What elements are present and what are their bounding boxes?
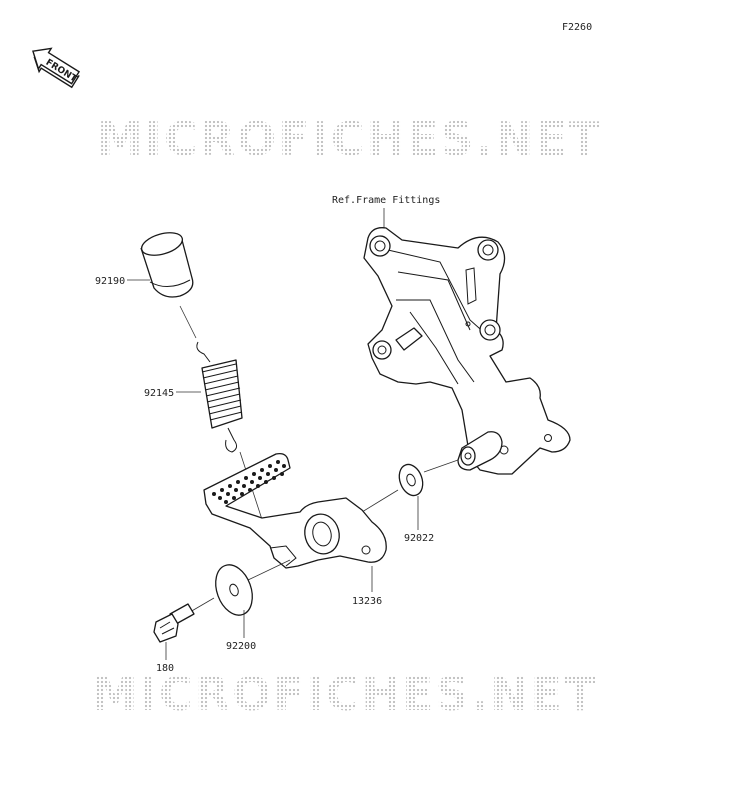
label-92190: 92190 [95, 276, 125, 287]
label-92200: 92200 [226, 641, 256, 652]
washer-to-bolt-line [189, 597, 215, 613]
pedal-to-washer-line [361, 489, 399, 513]
frame-bracket [363, 227, 571, 475]
pedal-tread [212, 460, 286, 504]
watermark-top: MICROFICHES.NET [97, 112, 602, 166]
cap-to-spring-line [179, 305, 197, 339]
small-washer [215, 564, 253, 616]
brake-pedal [203, 452, 387, 569]
label-13236: 13236 [352, 596, 382, 607]
washer-to-boss-line [423, 459, 459, 473]
cap [140, 232, 194, 298]
ref-frame-label: Ref.Frame Fittings [332, 195, 440, 206]
label-92145: 92145 [144, 388, 174, 399]
figure-code: F2260 [562, 22, 592, 33]
pivot-boss [457, 431, 503, 471]
watermark-bottom: MICROFICHES.NET [92, 667, 597, 721]
label-180: 180 [156, 663, 174, 674]
bolt-icon [153, 603, 195, 643]
spring [196, 341, 243, 453]
pedal-to-small-washer-line [247, 559, 291, 581]
front-arrow-icon: FRONT [32, 47, 81, 89]
large-washer [398, 463, 424, 497]
label-92022: 92022 [404, 533, 434, 544]
